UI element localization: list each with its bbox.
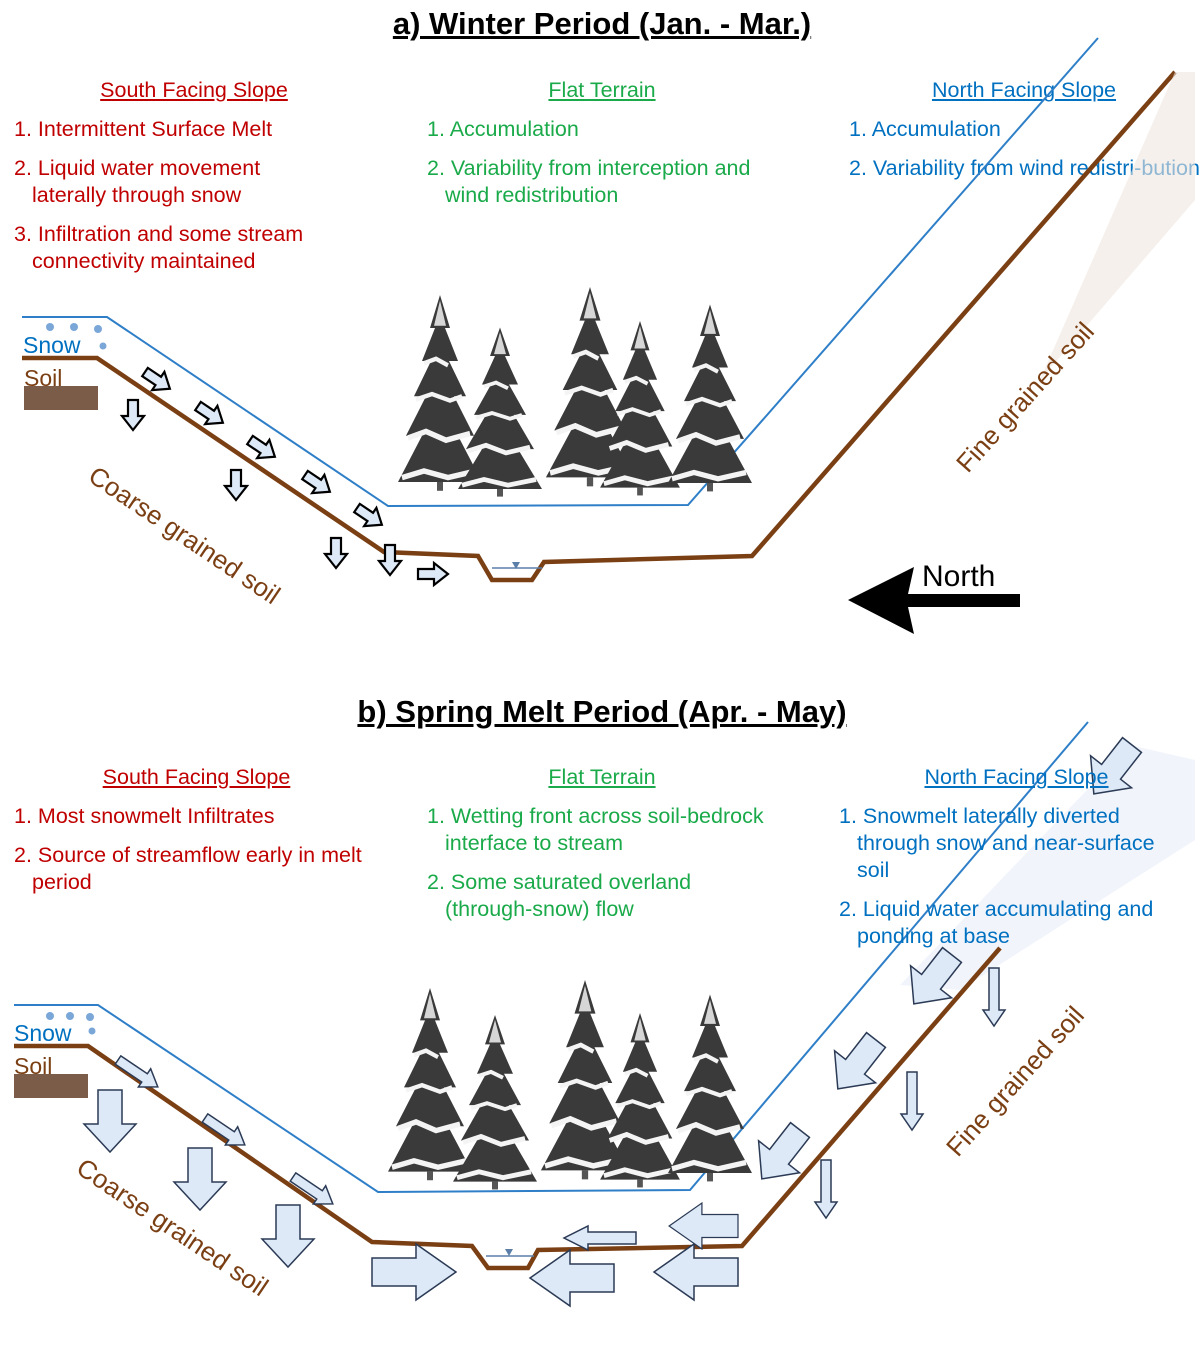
panel-b-flat-item: 1. Wetting front across soil-bedrock int… <box>427 804 764 855</box>
panel-a-title: a) Winter Period (Jan. - Mar.) <box>392 6 812 41</box>
panel-b-cross-section <box>14 721 1195 1307</box>
panel-b-south-heading: South Facing Slope <box>102 765 291 789</box>
panel-a-snowflakes <box>46 323 107 350</box>
panel-b-flat-column: Flat Terrain 1. Wetting front across soi… <box>427 764 777 935</box>
panel-b-soil-legend: Soil <box>14 1053 53 1079</box>
panel-a-snow-legend: Snow <box>23 332 81 358</box>
panel-a-trees <box>398 287 752 497</box>
panel-a-flat-column: Flat Terrain 1. Accumulation 2. Variabil… <box>427 77 777 221</box>
panel-b-snow-legend: Snow <box>14 1020 72 1046</box>
panel-b-south-item: 2. Source of streamflow early in melt pe… <box>14 843 362 894</box>
panel-b-snow-surface <box>14 721 1089 1194</box>
north-label: North <box>922 560 996 593</box>
panel-a-soil-line <box>22 70 1177 583</box>
panel-b-flat-heading: Flat Terrain <box>548 765 656 789</box>
panel-a-north-heading: North Facing Slope <box>931 78 1117 102</box>
panel-a-flat-item: 1. Accumulation <box>427 117 579 141</box>
panel-a-south-item: 2. Liquid water movement laterally throu… <box>14 156 261 207</box>
panel-b-streamflow-arrows <box>371 1202 739 1307</box>
panel-a-south-column: South Facing Slope 1. Intermittent Surfa… <box>14 77 374 287</box>
panel-b-north-heading: North Facing Slope <box>924 765 1109 789</box>
panel-b-trees <box>388 980 752 1189</box>
panel-b-snowflakes <box>46 1012 96 1035</box>
panel-b-title: b) Spring Melt Period (Apr. - May) <box>357 694 847 729</box>
north-arrow <box>848 567 1020 634</box>
panel-a-flat-heading: Flat Terrain <box>548 78 656 102</box>
panel-b-lateral-arrows <box>111 1050 340 1214</box>
panel-b-soil-swatch <box>14 1074 88 1098</box>
panel-b-north-item: 2. Liquid water accumulating and ponding… <box>839 897 1154 948</box>
panel-b-flat-item: 2. Some saturated overland (through-snow… <box>427 870 692 921</box>
panel-b-soil-line <box>14 946 1002 1271</box>
panel-a-cross-section <box>22 37 1195 634</box>
panel-b-south-item: 1. Most snowmelt Infiltrates <box>14 804 275 828</box>
panel-b-north-column: North Facing Slope 1. Snowmelt laterally… <box>839 764 1194 962</box>
panel-a-south-heading: South Facing Slope <box>100 78 288 102</box>
panel-b-north-item: 1. Snowmelt laterally diverted through s… <box>839 804 1155 882</box>
panel-a-soil-legend: Soil <box>24 365 63 391</box>
panel-b-south-column: South Facing Slope 1. Most snowmelt Infi… <box>14 764 379 908</box>
panel-a-north-item: 1. Accumulation <box>849 117 1001 141</box>
panel-a-flat-item: 2. Variability from interception and win… <box>427 156 751 207</box>
panel-a-soil-swatch <box>24 386 98 410</box>
panel-a-south-item: 3. Infiltration and some stream connecti… <box>14 222 304 273</box>
panel-a-snow-surface <box>22 37 1099 508</box>
panel-a-south-item: 1. Intermittent Surface Melt <box>14 117 273 141</box>
